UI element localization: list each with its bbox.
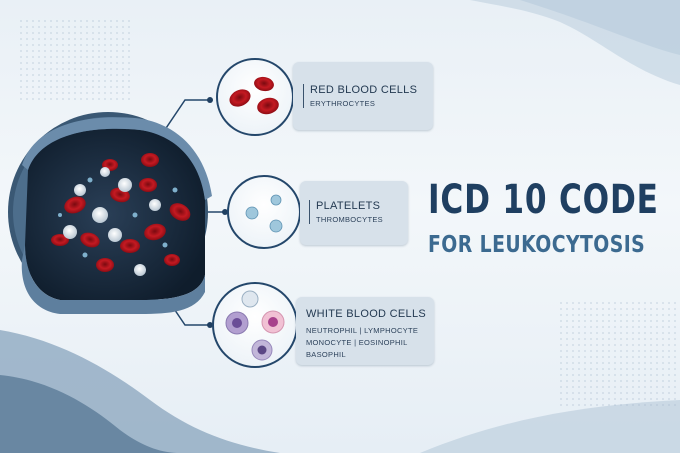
connector-dot-platelets (222, 209, 228, 215)
platelet-group (58, 177, 178, 258)
card-white-blood-cells-text: WHITE BLOOD CELLS NEUTROPHIL | LYMPHOCYT… (306, 308, 426, 359)
page-subtitle: FOR LEUKOCYTOSIS (428, 232, 646, 258)
wave-bottom-right (420, 400, 680, 453)
card-title: RED BLOOD CELLS (310, 84, 418, 96)
card-line-2: MONOCYTE | EOSINOPHIL (306, 338, 408, 347)
rbc-icon-circle (216, 58, 294, 136)
white-blood-cell-group (63, 167, 161, 276)
card-platelets (300, 181, 408, 245)
card-title: PLATELETS (316, 200, 381, 212)
card-red-blood-cells-text: RED BLOOD CELLS ERYTHROCYTES (310, 84, 417, 108)
wave-top-right-light (520, 0, 680, 55)
dot-pattern-left (20, 20, 130, 100)
card-title: WHITE BLOOD CELLS (306, 308, 427, 320)
card-platelets-text: PLATELETS THROMBOCYTES (316, 200, 383, 224)
red-blood-cell-group (51, 153, 191, 272)
wave-bottom-left-dark (0, 375, 180, 453)
platelet-icon-circle (227, 175, 301, 249)
card-line-1: NEUTROPHIL | LYMPHOCYTE (306, 326, 419, 335)
connector-dot-rbc (207, 97, 213, 103)
page-title: ICD 10 CODE (428, 177, 659, 223)
card-subtitle: ERYTHROCYTES (310, 99, 376, 108)
card-separator (309, 200, 310, 224)
blood-vessel-illustration (8, 112, 212, 314)
wbc-icon-circle (212, 282, 298, 368)
card-line-3: BASOPHIL (306, 350, 346, 359)
card-red-blood-cells (293, 62, 433, 130)
dot-pattern-right (560, 300, 680, 410)
connector-dot-wbc (207, 322, 213, 328)
card-white-blood-cells (296, 297, 434, 365)
card-subtitle: THROMBOCYTES (316, 215, 383, 224)
card-separator (303, 84, 304, 108)
